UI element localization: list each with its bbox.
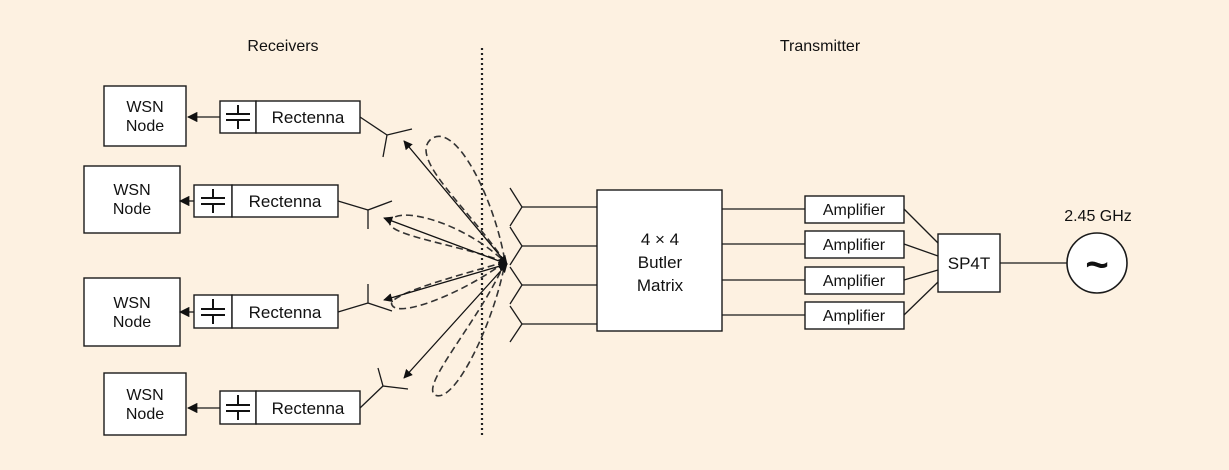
wsn-node-label: Node [113,314,151,331]
butler-matrix-label: Butler [638,253,683,272]
capacitor-icon [226,395,250,420]
wsn-node-label: WSN [113,295,150,312]
amplifier-label: Amplifier [823,308,886,325]
antenna-array [509,187,597,343]
wsn-node-box [103,372,187,436]
rectenna-box [231,184,339,218]
receiver-4: WSN Node Rectenna [103,367,409,436]
rectenna-feed [337,200,369,211]
amplifier-bank: Amplifier Amplifier Amplifier Amplifier [804,195,905,330]
amplifier-box [804,301,905,330]
capacitor-icon [201,299,225,324]
sp4t-switch-label: SP4T [948,254,991,273]
antenna-icon [377,367,409,390]
butler-matrix-box [596,189,723,332]
butler-matrix-label: 4 × 4 [641,230,679,249]
wsn-node-box [103,85,187,147]
transmitter-title: Transmitter [780,38,861,55]
frequency-label: 2.45 GHz [1064,208,1132,225]
receiver-3: WSN Node Rectenna [83,277,393,347]
rectenna-box [231,294,339,329]
rectenna-label: Rectenna [272,399,345,418]
amplifier-box [804,230,905,259]
radiation-lobes [389,135,506,397]
butler-outputs [722,208,805,316]
butler-matrix-label: Matrix [637,276,684,295]
receiver-1: WSN Node Rectenna [103,85,413,158]
wsn-node-label: Node [126,406,164,423]
wsn-node-box [83,277,181,347]
rectenna-label: Rectenna [249,303,322,322]
beam-arrow [383,216,508,266]
amplifier-box [804,266,905,295]
beam-arrow [403,140,508,265]
rectenna-feed [337,302,369,313]
beam-arrow [403,263,508,379]
rectenna-label: Rectenna [249,192,322,211]
antenna-icon [509,305,523,343]
rectenna-box [255,390,361,425]
sine-symbol: ~ [1085,243,1108,287]
rectenna-feed [359,116,388,136]
antenna-icon [509,187,523,227]
amplifier-label: Amplifier [823,237,886,254]
beam-arrows [383,140,508,379]
sp4t-switch-box [937,233,1001,293]
switch-inputs [903,208,939,316]
rectenna-feed [359,385,384,409]
wsn-node-label: WSN [126,99,163,116]
antenna-icon [367,200,393,229]
antenna-icon [382,128,413,158]
antenna-icon [367,284,393,312]
capacitor-icon [201,189,225,213]
wsn-node-label: WSN [113,182,150,199]
receivers-title: Receivers [247,38,318,55]
wsn-node-box [83,165,181,234]
antenna-icon [509,266,523,305]
beam-lobe [389,214,506,263]
wsn-node-label: Node [113,201,151,218]
rectenna-label: Rectenna [272,108,345,127]
amplifier-label: Amplifier [823,273,886,290]
receiver-2: WSN Node Rectenna [83,165,393,234]
capacitor-icon [226,105,250,129]
antenna-icon [509,226,523,266]
amplifier-box [804,195,905,224]
amplifier-label: Amplifier [823,202,886,219]
wsn-node-label: Node [126,118,164,135]
wsn-node-label: WSN [126,387,163,404]
signal-source-icon [1066,232,1128,294]
